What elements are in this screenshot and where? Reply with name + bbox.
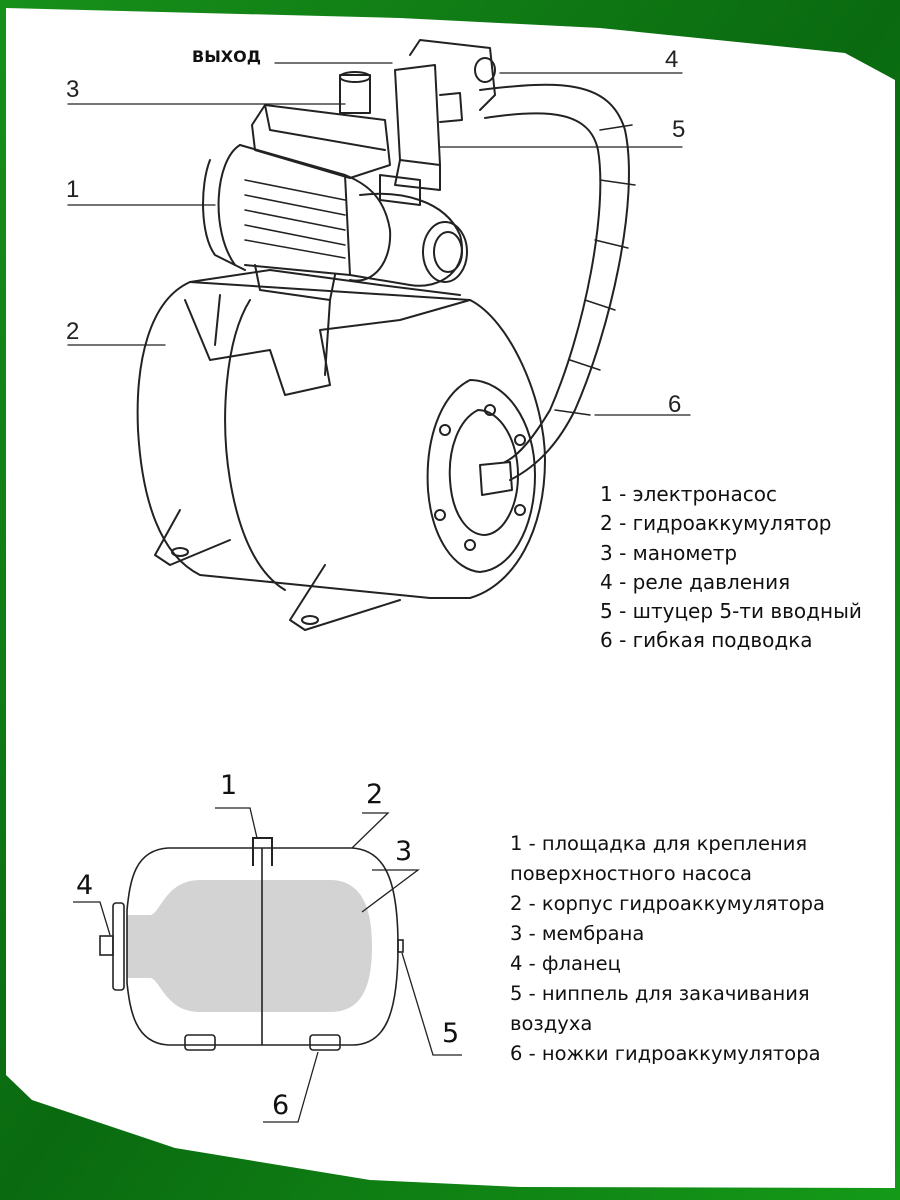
legend-item: 5 - штуцер 5-ти вводный xyxy=(600,599,862,624)
callout-6: 6 xyxy=(668,391,682,418)
leader-lines xyxy=(67,62,691,416)
section-callout-2: 2 xyxy=(366,779,384,810)
five-way-fitting xyxy=(339,39,496,206)
legend-item: 6 - ножки гидроаккумулятора xyxy=(510,1042,821,1065)
legend-item: 2 - корпус гидроаккумулятора xyxy=(510,892,825,915)
tank-legend: 1 - площадка для крепления поверхностног… xyxy=(510,829,825,1069)
leader-lines xyxy=(73,807,462,1123)
section-callout-1: 1 xyxy=(220,770,238,801)
legend-item: 4 - реле давления xyxy=(600,569,791,594)
section-callout-3: 3 xyxy=(395,836,413,867)
outlet-label: ВЫХОД xyxy=(192,47,261,66)
legend-item: 3 - мембрана xyxy=(510,922,645,945)
legend-item: 6 - гибкая подводка xyxy=(600,628,813,653)
membrane xyxy=(127,880,372,1012)
legend-item: 5 - ниппель для закачивания xyxy=(510,982,810,1005)
legend-item: 3 - манометр xyxy=(600,540,738,565)
legend-item: 4 - фланец xyxy=(510,952,621,975)
pump-station-drawing xyxy=(67,39,691,631)
legend-item: 1 - площадка для крепления xyxy=(510,832,808,855)
flexible-hose xyxy=(479,83,636,496)
tank-body xyxy=(126,847,399,1046)
callout-5: 5 xyxy=(672,116,686,143)
callout-1: 1 xyxy=(66,176,80,203)
legend-item: воздуха xyxy=(510,1012,593,1035)
callout-4: 4 xyxy=(665,46,679,73)
legend-item: 2 - гидроаккумулятор xyxy=(600,511,832,536)
pump-legend: 1 - электронасос 2 - гидроаккумулятор 3 … xyxy=(600,480,862,656)
callout-2: 2 xyxy=(66,318,80,345)
legend-item: 1 - электронасос xyxy=(600,482,777,506)
section-callout-4: 4 xyxy=(76,870,94,901)
section-callout-6: 6 xyxy=(272,1090,290,1121)
electric-pump xyxy=(202,104,468,301)
pump-bracket xyxy=(184,269,471,396)
callout-3: 3 xyxy=(66,76,80,103)
section-callout-5: 5 xyxy=(442,1018,460,1049)
tank-feet xyxy=(154,509,401,631)
legend-item: поверхностного насоса xyxy=(510,862,752,885)
